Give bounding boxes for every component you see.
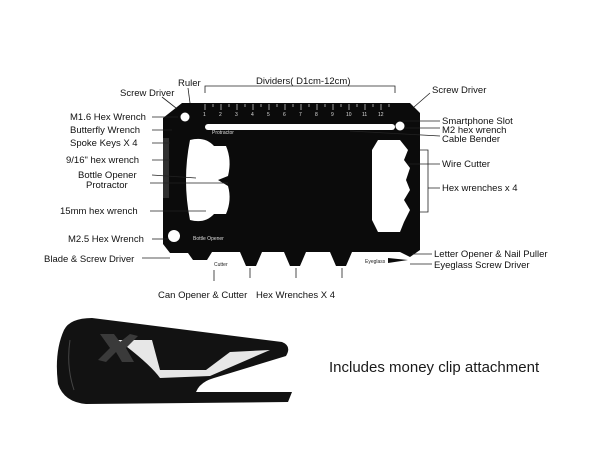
label-ruler: Ruler bbox=[178, 78, 201, 89]
money-clip-logo-icon bbox=[98, 334, 138, 362]
label-hex-wrenches-bottom: Hex Wrenches X 4 bbox=[256, 290, 335, 301]
smartphone-slot-cutout bbox=[205, 124, 395, 130]
label-spoke-keys: Spoke Keys X 4 bbox=[70, 138, 138, 149]
label-butterfly: Butterfly Wrench bbox=[70, 125, 140, 136]
ruler-ticks bbox=[204, 104, 390, 110]
money-clip-cutout bbox=[118, 340, 270, 378]
bottle-opener-cutout bbox=[186, 138, 230, 222]
label-protractor: Protractor bbox=[86, 180, 128, 191]
spoke-key-notches bbox=[163, 138, 169, 198]
ruler-number: 5 bbox=[267, 112, 270, 118]
money-clip-highlight bbox=[68, 339, 75, 391]
ruler-number: 8 bbox=[315, 112, 318, 118]
ruler-number: 10 bbox=[346, 112, 352, 118]
label-eyeglass: Eyeglass Screw Driver bbox=[434, 260, 530, 271]
card-cutter-text: Cutter bbox=[214, 262, 228, 268]
callout-labels: Screw Driver Ruler Dividers( D1cm-12cm) … bbox=[44, 76, 548, 301]
ruler-number: 1 bbox=[203, 112, 206, 118]
label-letter-opener: Letter Opener & Nail Puller bbox=[434, 249, 548, 260]
card-bottle-opener-text: Bottle Opener bbox=[193, 236, 224, 242]
money-clip-body bbox=[56, 318, 292, 404]
ruler-number: 7 bbox=[299, 112, 302, 118]
ruler-number: 6 bbox=[283, 112, 286, 118]
m25-hex-hole bbox=[168, 230, 180, 242]
ruler-number: 4 bbox=[251, 112, 254, 118]
ruler-number: 2 bbox=[219, 112, 222, 118]
label-m2-hex: M2 hex wrench bbox=[442, 125, 506, 136]
eyeglass-screwdriver-tip bbox=[388, 258, 408, 263]
ruler-numbers: 1 2 3 4 5 6 7 8 9 10 11 12 bbox=[203, 112, 384, 118]
label-bottle-opener: Bottle Opener bbox=[78, 170, 137, 181]
ruler-number: 11 bbox=[362, 112, 367, 118]
label-smartphone-slot: Smartphone Slot bbox=[442, 116, 513, 127]
card-protractor-text: Protractor bbox=[212, 130, 234, 136]
ruler-number: 12 bbox=[378, 112, 384, 118]
label-wire-cutter: Wire Cutter bbox=[442, 159, 490, 170]
label-hex-m25: M2.5 Hex Wrench bbox=[68, 234, 144, 245]
label-hex-wrenches-right: Hex wrenches x 4 bbox=[442, 183, 518, 194]
label-hex-15mm: 15mm hex wrench bbox=[60, 206, 138, 217]
label-screw-driver-left: Screw Driver bbox=[120, 88, 174, 99]
label-can-opener: Can Opener & Cutter bbox=[158, 290, 247, 301]
ruler-number: 9 bbox=[331, 112, 334, 118]
label-blade-screw: Blade & Screw Driver bbox=[44, 254, 134, 265]
multitool-card bbox=[163, 103, 420, 266]
ruler-number: 3 bbox=[235, 112, 238, 118]
m2-hex-hole bbox=[395, 121, 405, 131]
leader-lines bbox=[142, 85, 441, 281]
card-eyeglass-text: Eyeglass bbox=[365, 259, 386, 265]
caption-money-clip: Includes money clip attachment bbox=[329, 359, 540, 376]
label-screw-driver-right: Screw Driver bbox=[432, 85, 486, 96]
label-hex-m16: M1.6 Hex Wrench bbox=[70, 112, 146, 123]
label-hex-9-16: 9/16" hex wrench bbox=[66, 155, 139, 166]
m16-hex-hole bbox=[180, 112, 190, 122]
label-dividers: Dividers( D1cm-12cm) bbox=[256, 76, 350, 87]
money-clip bbox=[56, 318, 292, 404]
hex-wrench-cutouts-right bbox=[372, 140, 410, 232]
label-cable-bender: Cable Bender bbox=[442, 134, 500, 145]
